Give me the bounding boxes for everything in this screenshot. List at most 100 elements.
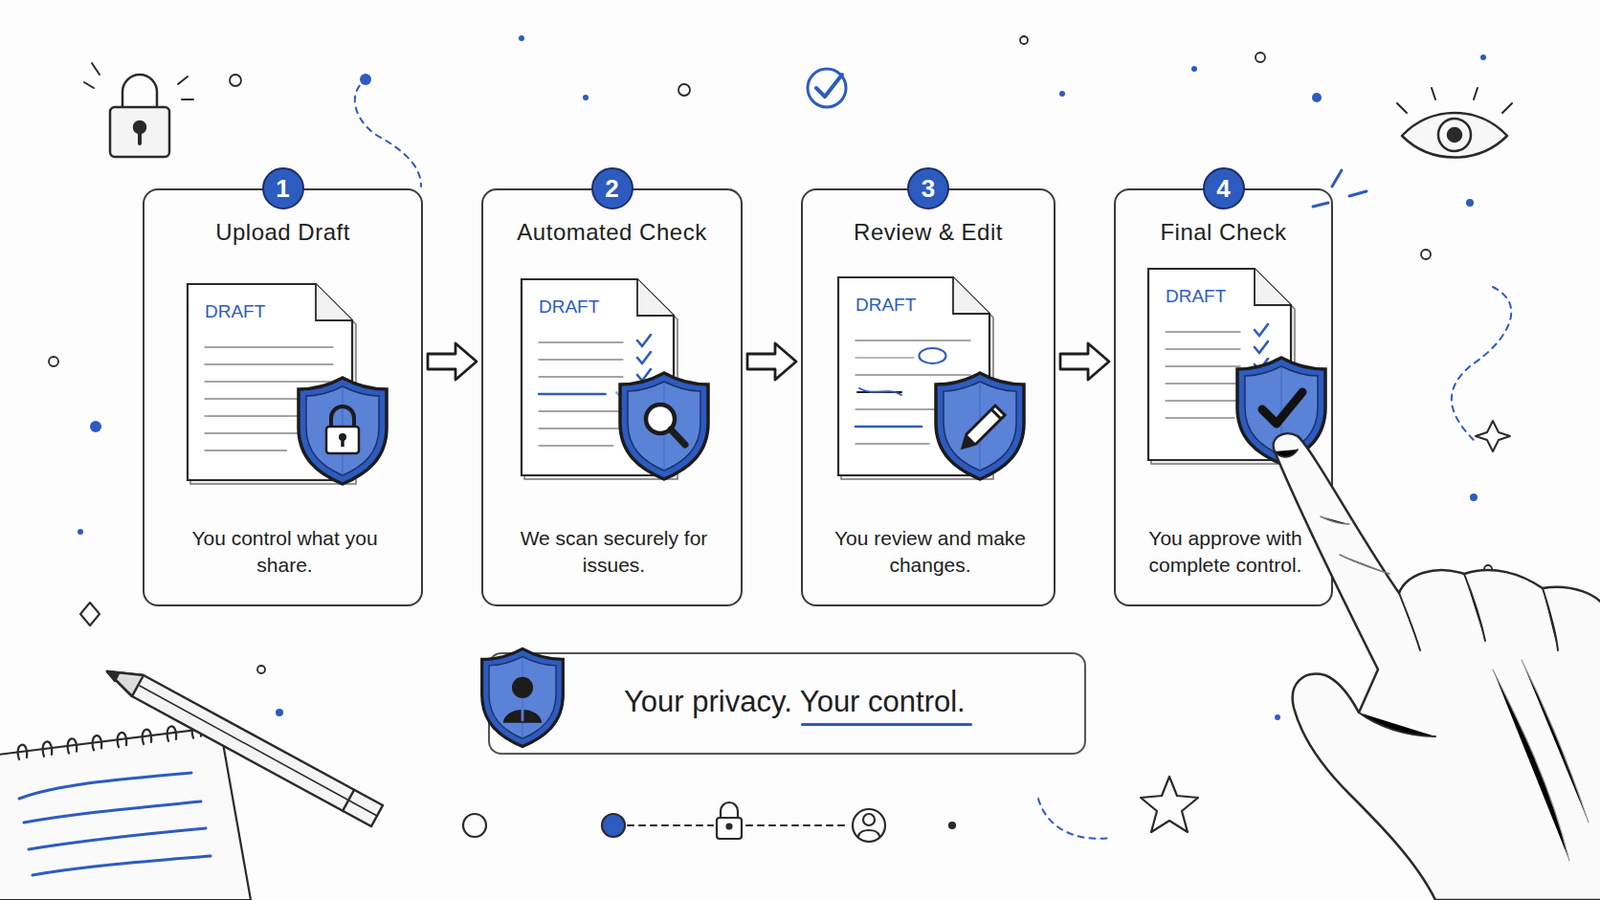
path-shape xyxy=(1273,433,1600,900)
shield-badge xyxy=(1233,354,1330,471)
path-shape xyxy=(1165,348,1241,350)
circle-shape xyxy=(1466,199,1474,207)
path-shape xyxy=(0,727,251,900)
circle-shape xyxy=(89,421,102,433)
step-card: Automated Check We scan securely for issu… xyxy=(481,188,743,607)
path-shape xyxy=(962,434,977,448)
path-shape xyxy=(838,277,990,476)
path-shape xyxy=(858,830,880,837)
path-shape xyxy=(1165,417,1235,419)
circle-shape xyxy=(678,84,690,96)
path-shape xyxy=(962,405,1005,448)
dashed-curve xyxy=(1038,799,1111,840)
path-shape xyxy=(1237,357,1326,465)
arrow-body xyxy=(427,343,477,380)
path-shape xyxy=(1399,574,1558,651)
circle-shape xyxy=(863,814,875,826)
path-shape xyxy=(1254,341,1268,354)
dot xyxy=(359,73,372,86)
shield-icon xyxy=(1233,354,1330,467)
path-shape xyxy=(637,352,651,364)
step-number-badge: 3 xyxy=(907,167,950,210)
path-shape xyxy=(538,393,606,396)
circle-shape xyxy=(518,35,525,42)
path-shape xyxy=(142,730,153,745)
step-number: 2 xyxy=(604,174,619,204)
circle-shape xyxy=(807,68,846,108)
step-number: 3 xyxy=(921,174,935,204)
path-shape xyxy=(204,363,334,365)
shield-icon xyxy=(932,369,1028,483)
step-caption: You review and make changes. xyxy=(820,525,1041,580)
path-shape xyxy=(139,686,378,817)
path-shape xyxy=(538,376,623,378)
step-title: Automated Check xyxy=(492,219,732,246)
sparkle xyxy=(1475,421,1511,452)
flow-arrow xyxy=(427,343,477,380)
path-shape xyxy=(342,790,355,812)
path-shape xyxy=(204,346,334,348)
path-shape xyxy=(306,386,379,476)
path-shape xyxy=(1492,660,1589,862)
check-circle-icon xyxy=(807,68,846,108)
circle-shape xyxy=(601,814,625,838)
shield-badge xyxy=(294,374,391,491)
path-shape xyxy=(503,710,542,724)
path-shape xyxy=(107,671,144,697)
path-shape xyxy=(298,377,387,485)
rect-shape xyxy=(326,426,359,454)
path-shape xyxy=(620,373,709,480)
path-shape xyxy=(340,439,345,447)
circle-shape xyxy=(582,94,589,101)
document-label: DRAFT xyxy=(538,296,600,318)
step-number: 1 xyxy=(275,174,289,204)
path-shape xyxy=(720,802,738,819)
document-label: DRAFT xyxy=(204,301,266,323)
step-card: Final CheckYou approve with complete con… xyxy=(1113,188,1334,607)
shield-badge xyxy=(616,369,712,487)
path-shape xyxy=(107,671,383,827)
path-shape xyxy=(1401,112,1508,158)
circle-shape xyxy=(1480,54,1487,61)
path-shape xyxy=(637,334,651,347)
path-shape xyxy=(521,709,525,722)
shield-badge xyxy=(932,369,1028,487)
path-shape xyxy=(1397,88,1512,113)
eye-icon xyxy=(1397,88,1512,158)
path-shape xyxy=(859,388,902,396)
dashed-curve xyxy=(1451,287,1512,441)
pencil xyxy=(107,671,383,827)
step-caption: We scan securely for issues. xyxy=(500,525,728,580)
circle-shape xyxy=(1059,90,1066,97)
path-shape xyxy=(855,339,971,341)
notepad-spiral xyxy=(18,723,202,760)
path-shape xyxy=(204,380,334,382)
step-number-badge: 2 xyxy=(591,167,634,210)
rect-shape xyxy=(110,107,170,157)
path-shape xyxy=(1254,324,1268,336)
path-shape xyxy=(18,745,28,760)
path-shape xyxy=(137,131,142,144)
step-card: Review & EditYou review and make changes… xyxy=(800,188,1056,607)
shield-badge xyxy=(478,644,567,755)
step-caption: You approve with complete control. xyxy=(1133,525,1318,580)
step-number: 4 xyxy=(1216,174,1230,204)
banner-underline xyxy=(800,723,972,727)
path-shape xyxy=(117,733,128,748)
lock-icon xyxy=(84,63,194,157)
circle-shape xyxy=(1469,493,1478,502)
circle-shape xyxy=(1020,36,1028,45)
circle-shape xyxy=(1191,66,1198,72)
step-number-badge: 1 xyxy=(262,167,305,210)
path-shape xyxy=(482,648,564,747)
path-shape xyxy=(855,425,922,429)
path-shape xyxy=(953,277,990,314)
circle-shape xyxy=(229,74,242,87)
circle-shape xyxy=(1255,52,1266,63)
path-shape xyxy=(627,381,701,471)
ellipse-shape xyxy=(918,348,946,364)
shield-icon xyxy=(478,644,567,751)
circle-shape xyxy=(727,824,733,830)
